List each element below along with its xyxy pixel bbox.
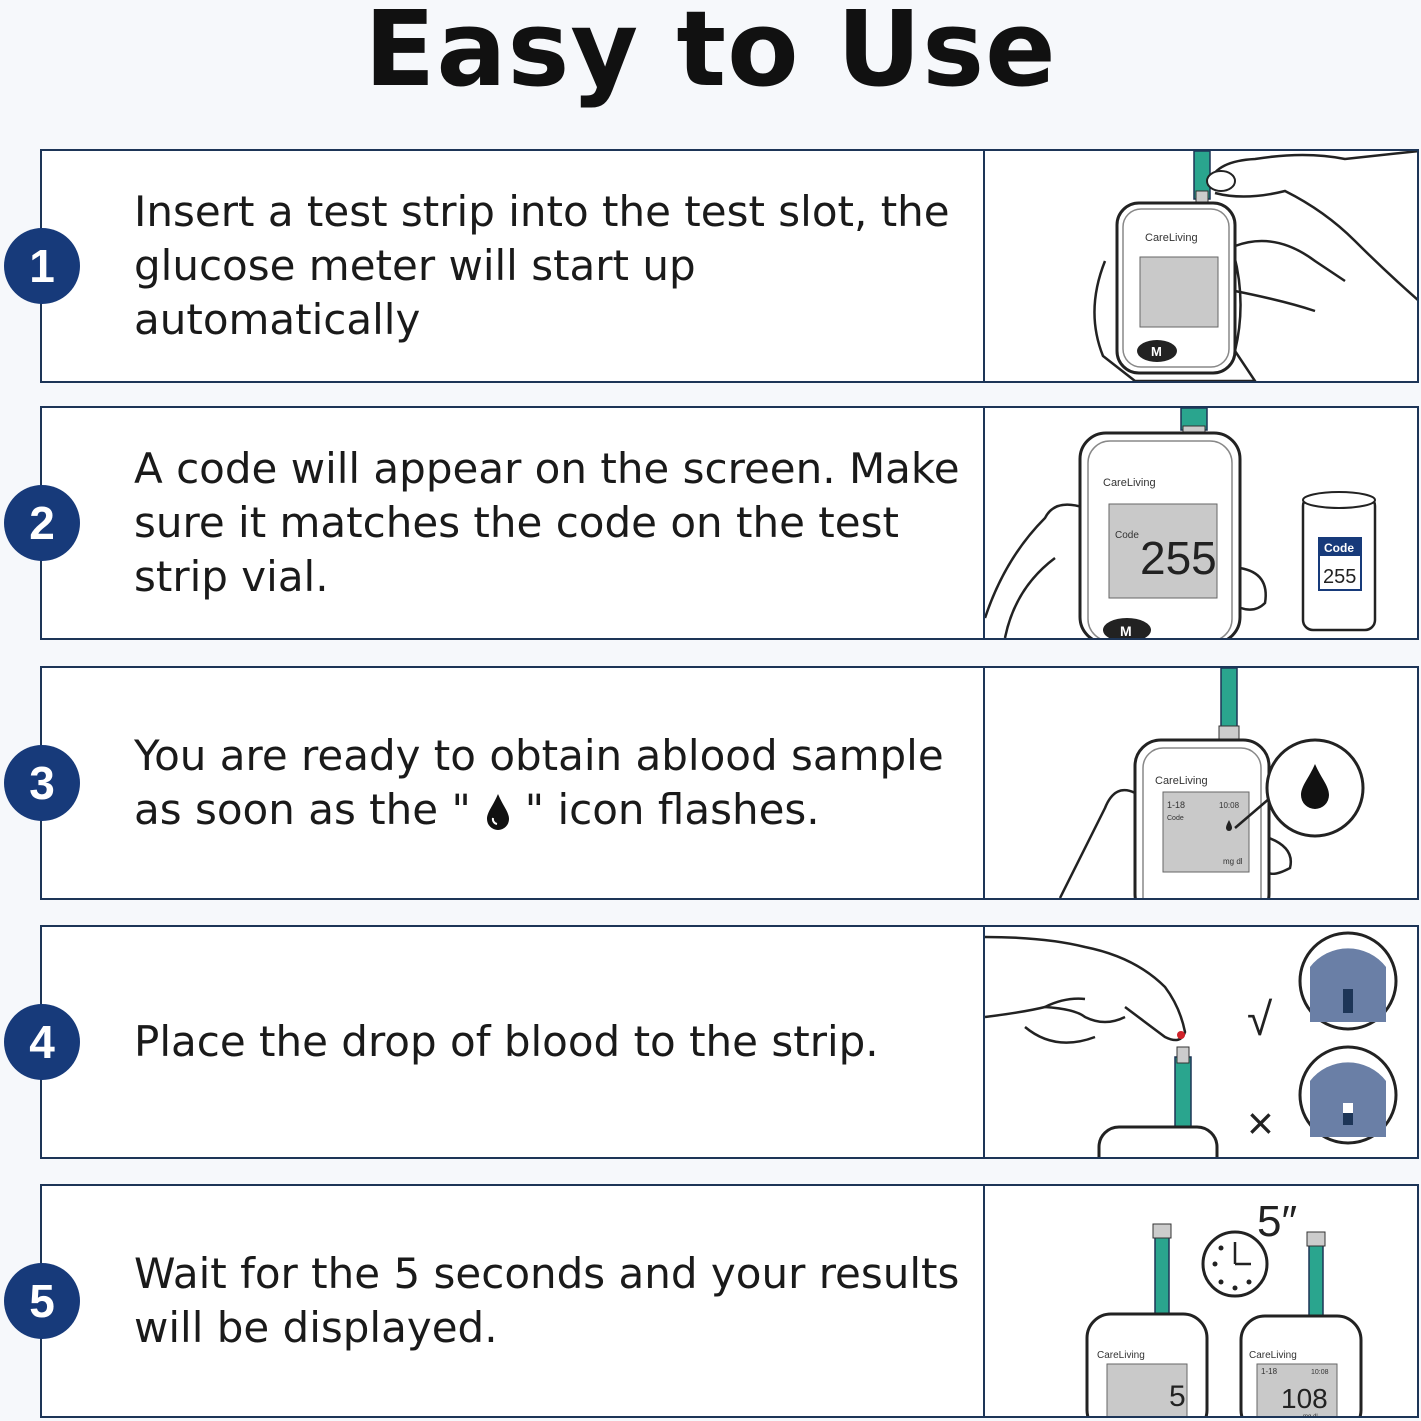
page-title: Easy to Use [364, 0, 1057, 110]
countdown-value: 5 [1169, 1380, 1186, 1413]
step-5-panel: 5 Wait for the 5 seconds and your result… [4, 1184, 1419, 1418]
step-number-badge: 4 [4, 1004, 80, 1080]
step-4-panel: 4 Place the drop of blood to the strip. … [4, 925, 1419, 1159]
m-button-label: M [1151, 344, 1162, 359]
apply-blood-icon: √ × [985, 931, 1398, 1157]
screen-status-left: 1-18 [1167, 800, 1185, 810]
step-3-panel: 3 You are ready to obtain ablood sample … [4, 666, 1419, 900]
result-display-icon: CareLiving 5 5″ CareLiving 1-18 10:08 10… [1085, 1197, 1363, 1416]
step-3-illustration: CareLiving 1-18 10:08 Code mg dl [985, 668, 1417, 898]
brand-label: CareLiving [1097, 1350, 1145, 1361]
blood-drop-icon [486, 794, 509, 830]
panel-divider [983, 408, 985, 638]
brand-label: CareLiving [1155, 775, 1208, 787]
step-4-illustration: √ × [985, 927, 1417, 1157]
step-5-illustration: CareLiving 5 5″ CareLiving 1-18 10:08 10… [985, 1186, 1417, 1416]
step-1-illustration: CareLiving M [985, 151, 1417, 381]
screen-unit: mg dl [1223, 857, 1243, 866]
screen-unit: mg dl [1303, 1414, 1318, 1416]
screen-status-left: 1-18 [1261, 1367, 1278, 1376]
vial-code-value: 255 [1323, 566, 1356, 588]
brand-label: CareLiving [1249, 1350, 1297, 1361]
screen-code-value: 255 [1140, 532, 1217, 584]
blood-drop-icon [1177, 1031, 1185, 1039]
step-number-badge: 3 [4, 745, 80, 821]
step-number-badge: 1 [4, 228, 80, 304]
step-number-badge: 5 [4, 1263, 80, 1339]
result-value: 108 [1281, 1383, 1328, 1414]
step-instruction: Place the drop of blood to the strip. [134, 1017, 879, 1066]
step-instruction-part-2: " icon flashes. [524, 785, 820, 834]
step-2-illustration: CareLiving Code 255 M Code 255 [985, 408, 1417, 638]
panel-divider [983, 668, 985, 898]
screen-code-label: Code [1115, 530, 1139, 541]
step-instruction: You are ready to obtain ablood sample as… [134, 729, 974, 837]
insert-strip-icon: CareLiving M [1093, 151, 1417, 381]
code-match-icon: CareLiving Code 255 M Code 255 [985, 408, 1377, 638]
large-drop-icon [1301, 764, 1329, 809]
screen-code-label: Code [1167, 815, 1184, 822]
step-1-panel: 1 Insert a test strip into the test slot… [4, 149, 1419, 383]
step-instruction: Wait for the 5 seconds and your results … [134, 1249, 960, 1352]
step-instruction-part-1: You are ready to obtain ablood sample as… [134, 731, 944, 834]
correct-mark: √ [1247, 993, 1273, 1045]
brand-label: CareLiving [1103, 477, 1156, 489]
screen-status-right: 10:08 [1219, 801, 1240, 810]
panel-divider [983, 151, 985, 381]
vial-code-label: Code [1324, 541, 1354, 555]
panel-divider [983, 1186, 985, 1416]
step-instruction: A code will appear on the screen. Make s… [134, 444, 960, 601]
step-number-badge: 2 [4, 485, 80, 561]
step-instruction: Insert a test strip into the test slot, … [134, 187, 950, 344]
panel-divider [983, 927, 985, 1157]
flashing-drop-icon: CareLiving 1-18 10:08 Code mg dl [1058, 668, 1365, 898]
m-button-label: M [1120, 623, 1132, 638]
brand-label: CareLiving [1145, 232, 1198, 244]
screen-status-right: 10:08 [1311, 1369, 1329, 1376]
timer-label: 5″ [1257, 1197, 1297, 1246]
incorrect-mark: × [1247, 1097, 1274, 1149]
screen-drop-icon [1226, 820, 1232, 831]
step-2-panel: 2 A code will appear on the screen. Make… [4, 406, 1419, 640]
